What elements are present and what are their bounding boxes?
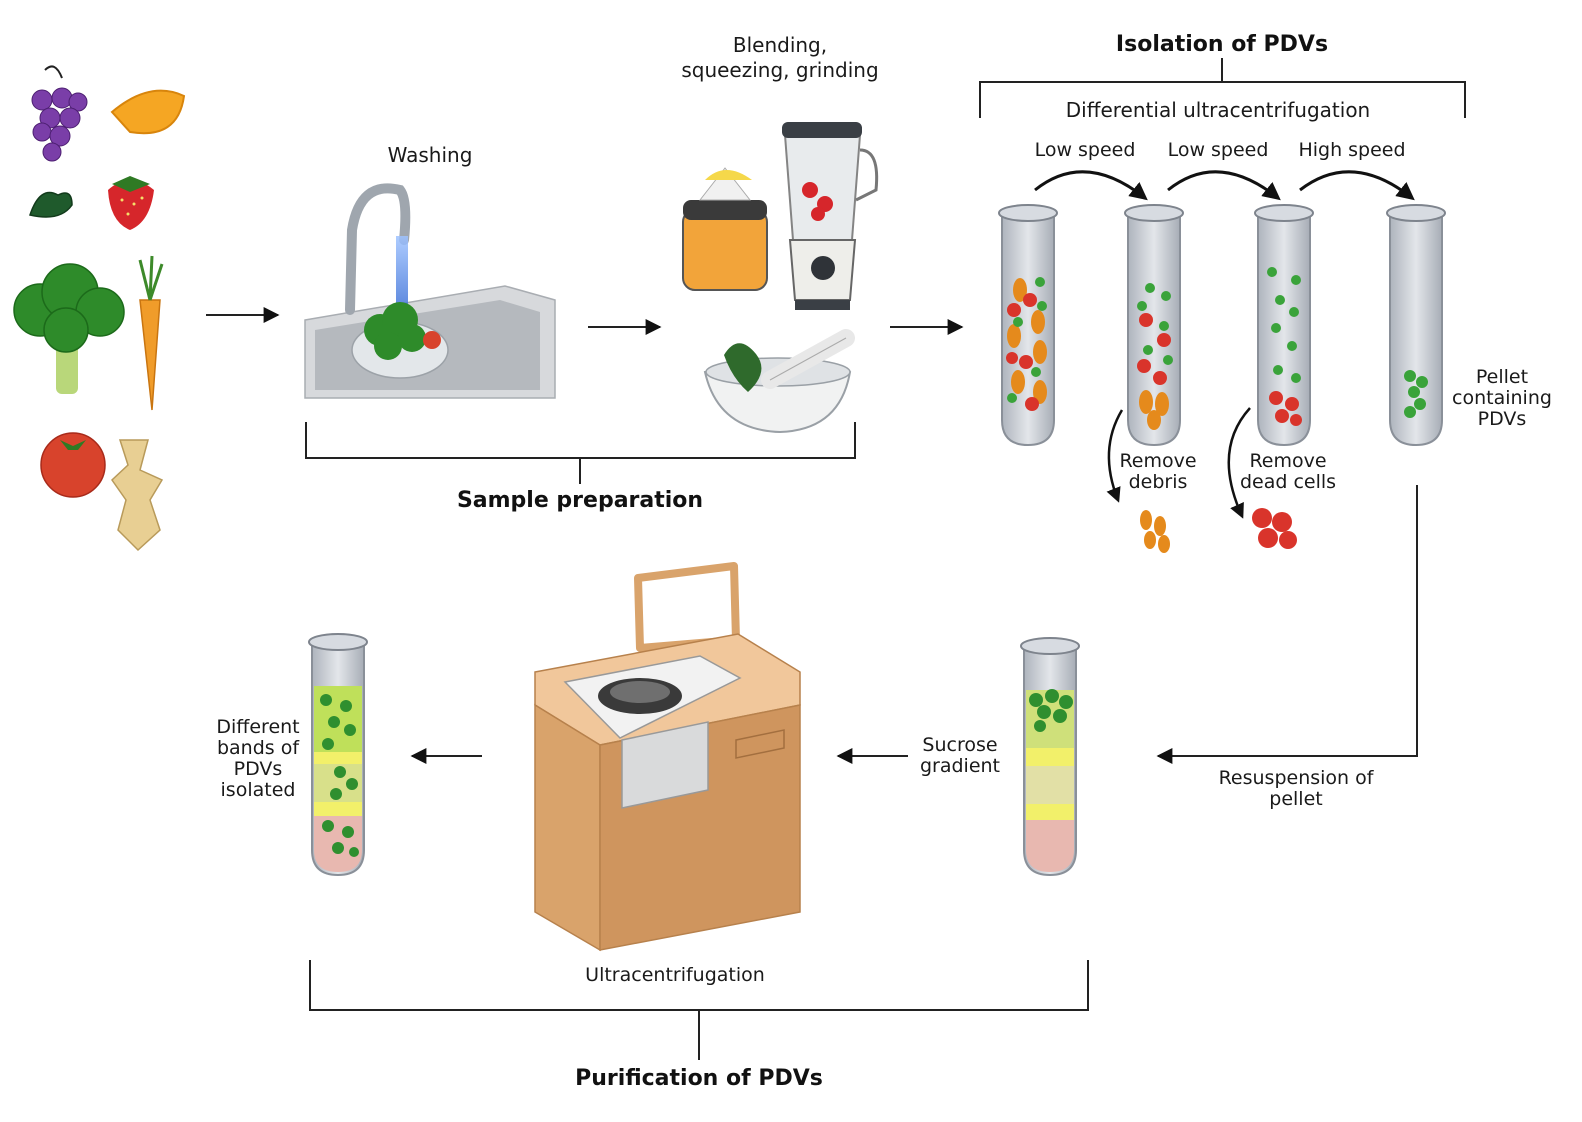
centrifuge-arrow-2: [1167, 170, 1281, 201]
sink-icon: [304, 183, 556, 399]
remove-cells-label-2: dead cells: [1240, 471, 1336, 493]
speed-label-1: Low speed: [1035, 139, 1136, 161]
grapes-icon: [31, 65, 88, 162]
test-tube-2: [1124, 204, 1184, 447]
pellet-label-1: Pellet: [1476, 366, 1528, 388]
pellet-label-2: containing: [1452, 387, 1552, 409]
debris-pile: [1140, 510, 1170, 553]
ginger-icon: [111, 439, 164, 552]
blending-label-1: Blending,: [733, 33, 827, 57]
speed-label-3: High speed: [1298, 139, 1405, 161]
centrifuge-arrow-3: [1299, 170, 1415, 201]
blender-icon: [782, 122, 879, 310]
remove-debris-label-2: debris: [1129, 471, 1188, 493]
test-tube-1: [998, 204, 1058, 447]
remove-debris-label-1: Remove: [1119, 450, 1196, 472]
sucrose-gradient-tube: [1020, 637, 1080, 877]
juicer-icon: [682, 167, 768, 291]
bands-label-1: Different: [216, 716, 299, 738]
broccoli-icon: [13, 263, 125, 394]
bands-label-4: isolated: [221, 779, 296, 801]
mortar-pestle-icon: [703, 329, 855, 434]
strawberry-icon: [108, 176, 154, 230]
pellet-label-3: PDVs: [1478, 408, 1527, 430]
remove-debris-arrow: [1106, 409, 1124, 503]
purification-title: Purification of PDVs: [575, 1066, 823, 1091]
remove-cells-arrow: [1227, 407, 1251, 519]
ultracentrifugation-label: Ultracentrifugation: [585, 964, 765, 986]
bands-label-2: bands of: [217, 737, 300, 759]
sucrose-label-1: Sucrose: [922, 734, 997, 756]
test-tube-4: [1386, 204, 1446, 447]
test-tube-3: [1254, 204, 1314, 447]
dead-cells-pile: [1252, 508, 1297, 549]
leaf-icon: [29, 191, 73, 218]
orange-slice-icon: [110, 89, 186, 135]
ultracentrifuge-icon: [534, 562, 801, 952]
resuspension-label-2: pellet: [1269, 788, 1322, 810]
carrot-icon: [138, 255, 164, 411]
resuspension-label-1: Resuspension of: [1219, 767, 1375, 789]
tomato-icon: [40, 432, 106, 498]
centrifuge-arrow-1: [1034, 170, 1148, 201]
resuspension-arrow: [1156, 485, 1418, 764]
sucrose-label-2: gradient: [920, 755, 1000, 777]
blending-label-2: squeezing, grinding: [681, 58, 878, 82]
speed-label-2: Low speed: [1168, 139, 1269, 161]
isolated-bands-tube: [308, 633, 368, 877]
isolation-title: Isolation of PDVs: [1116, 32, 1328, 57]
sample-preparation-title: Sample preparation: [457, 488, 703, 513]
washing-label: Washing: [388, 143, 473, 167]
differential-label: Differential ultracentrifugation: [1066, 98, 1371, 122]
remove-cells-label-1: Remove: [1249, 450, 1326, 472]
bands-label-3: PDVs: [234, 758, 283, 780]
